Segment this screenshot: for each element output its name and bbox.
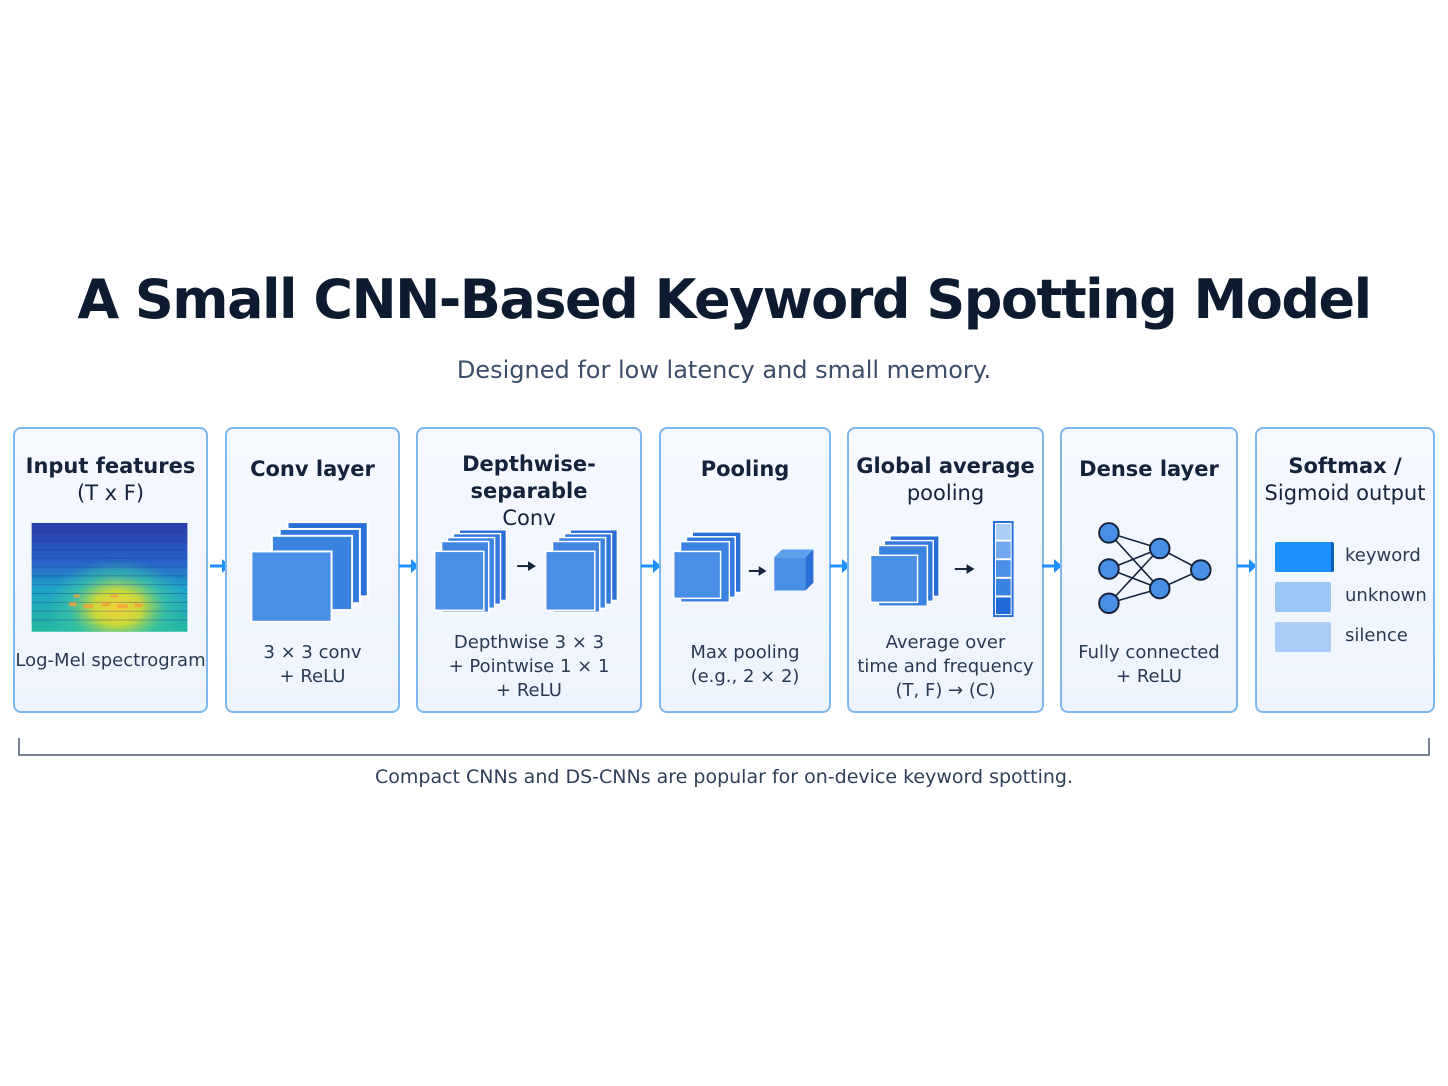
output-swatch	[1275, 582, 1331, 612]
page-subtitle: Designed for low latency and small memor…	[456, 356, 992, 384]
output-swatch	[1275, 622, 1331, 652]
caption-line: Max pooling	[690, 642, 800, 663]
stage-dense-layer: Dense layer Fully connected + ReLU	[1060, 427, 1238, 713]
caption-line: Log-Mel spectrogram	[15, 650, 206, 671]
caption-line: + ReLU	[279, 666, 346, 687]
output-label: unknown	[1345, 585, 1427, 606]
output-label: keyword	[1345, 545, 1421, 566]
stage-title: Softmax / Sigmoid output	[1257, 453, 1433, 507]
pipeline-bracket	[18, 738, 1430, 756]
output-unknown: unknown	[1275, 582, 1427, 612]
caption-line: Depthwise 3 × 3	[453, 632, 605, 653]
stage-title-sub: Sigmoid output	[1264, 481, 1426, 505]
stage-pooling: Pooling Max pooling (e.g., 2 × 2)	[659, 427, 831, 713]
stage-title: Depthwise-separable Conv	[418, 451, 640, 532]
output-swatch	[1275, 542, 1334, 572]
caption-line: (T, F) → (C)	[895, 680, 996, 701]
arrow-icon	[1042, 559, 1062, 573]
caption-line: (e.g., 2 × 2)	[690, 666, 800, 687]
caption-line: 3 × 3 conv	[263, 642, 362, 663]
caption-line: + Pointwise 1 × 1	[448, 656, 610, 677]
stage-caption: Fully connected + ReLU	[1062, 641, 1236, 689]
stage-title: Global average pooling	[849, 453, 1042, 507]
stage-caption: Max pooling (e.g., 2 × 2)	[661, 641, 829, 689]
stage-title-sub: pooling	[906, 481, 985, 505]
stage-caption: Log-Mel spectrogram	[15, 649, 206, 673]
output-label: silence	[1345, 625, 1408, 646]
depthwise-pointwise-icon	[433, 528, 619, 613]
stage-softmax-sigmoid-output: Softmax / Sigmoid output keyword unknown…	[1255, 427, 1435, 713]
caption-line: time and frequency	[857, 656, 1034, 677]
stage-title-main: Input features	[25, 454, 196, 478]
footer-note: Compact CNNs and DS-CNNs are popular for…	[375, 766, 1073, 788]
stage-conv-layer: Conv layer 3 × 3 conv + ReLU	[225, 427, 400, 713]
spectrogram-image	[31, 522, 188, 632]
caption-line: + ReLU	[496, 680, 562, 701]
stage-title: Conv layer	[250, 457, 375, 481]
feature-maps-icon	[250, 521, 369, 623]
stage-global-average-pooling: Global average pooling Average over time…	[847, 427, 1044, 713]
output-keyword: keyword	[1275, 542, 1425, 572]
stage-title-sub: (T x F)	[76, 481, 145, 505]
stage-depthwise-separable-conv: Depthwise-separable Conv Depthwise 3 × 3…	[416, 427, 642, 713]
arrow-icon	[399, 559, 419, 573]
neural-network-icon	[1098, 522, 1212, 614]
stage-caption: 3 × 3 conv + ReLU	[227, 641, 398, 689]
max-pooling-icon	[672, 531, 814, 603]
arrow-icon	[830, 559, 850, 573]
global-average-pooling-icon	[869, 521, 1014, 618]
arrow-icon	[1237, 559, 1257, 573]
page-title: A Small CNN-Based Keyword Spotting Model	[77, 268, 1372, 331]
stage-caption: Depthwise 3 × 3 + Pointwise 1 × 1 + ReLU	[418, 631, 640, 703]
caption-line: Average over	[885, 632, 1006, 653]
stage-title-main: Depthwise-separable	[462, 452, 596, 503]
stage-title: Dense layer	[1079, 457, 1219, 481]
stage-title: Pooling	[700, 457, 790, 481]
stage-caption: Average over time and frequency (T, F) →…	[849, 631, 1042, 703]
caption-line: Fully connected	[1078, 642, 1220, 663]
arrow-icon	[641, 559, 661, 573]
output-silence: silence	[1275, 622, 1425, 652]
stage-title: Input features (T x F)	[15, 453, 206, 507]
stage-input-features: Input features (T x F)	[13, 427, 208, 713]
stage-title-main: Softmax /	[1288, 454, 1402, 478]
caption-line: + ReLU	[1116, 666, 1182, 687]
stage-title-sub: Conv	[502, 506, 556, 530]
stage-title-main: Global average	[856, 454, 1035, 478]
